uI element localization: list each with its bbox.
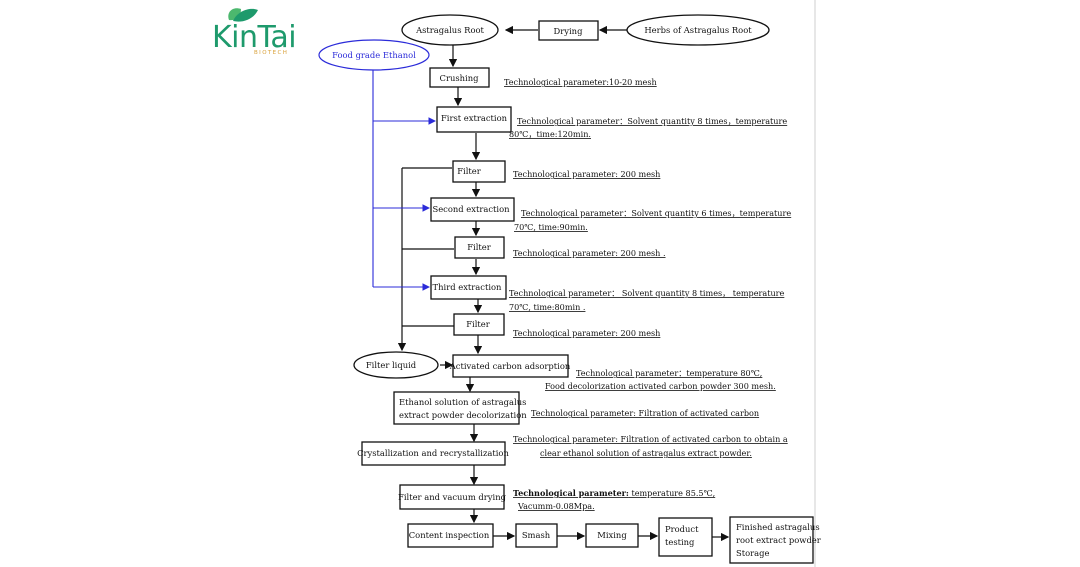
node-shape <box>399 484 505 510</box>
node-label-line2: testing <box>665 537 695 547</box>
node-filter-1: Filter <box>452 160 506 183</box>
node-shape <box>430 197 515 222</box>
node-shape <box>429 67 490 88</box>
node-drying: Drying <box>538 20 599 41</box>
param-decolorization: Technological parameter: Filtration of a… <box>531 408 759 418</box>
logo-brand: KinTai <box>212 20 296 55</box>
node-label-line1: Finished astragalus <box>736 522 820 532</box>
node-finished-storage: Finished astragalus root extract powder … <box>729 516 821 564</box>
node-label: Herbs of Astragalus Root <box>644 25 752 35</box>
param-second-line1: Technological parameter：Solvent quantity… <box>521 208 791 218</box>
node-label: Crushing <box>440 73 480 83</box>
node-shape <box>452 160 506 183</box>
node-label: Astragalus Root <box>415 25 484 35</box>
node-content-inspection: Content inspection <box>407 523 494 548</box>
node-shape <box>361 441 506 466</box>
param-third-line2: 70℃, time:80min . <box>509 302 585 312</box>
node-shape <box>729 516 814 564</box>
param-carbon-line1: Technological parameter：temperature 80℃, <box>576 368 762 378</box>
node-label: Second extraction <box>432 204 510 214</box>
param-vacuum-value: temperature 85.5℃, <box>629 488 715 498</box>
node-crystallization: Crystallization and recrystallization <box>357 441 509 466</box>
param-filter1: Technological parameter: 200 mesh <box>513 169 660 179</box>
param-vacuum-line2: Vacumm-0.08Mpa. <box>517 501 595 511</box>
node-shape <box>436 106 512 133</box>
edges <box>397 25 730 542</box>
node-shape <box>353 351 439 379</box>
node-shape <box>658 517 713 557</box>
param-filter3: Technological parameter: 200 mesh <box>513 328 660 338</box>
node-smash: Smash <box>515 523 558 548</box>
node-astragalus-root: Astragalus Root <box>401 14 499 46</box>
node-label-line2: extract powder decolorization <box>399 410 527 420</box>
node-label: Filter <box>466 319 490 329</box>
node-shape <box>407 523 494 548</box>
node-shape <box>393 391 520 425</box>
node-label: Activated carbon adsorption <box>449 361 571 371</box>
kintai-logo: KinTai BIOTECH <box>212 8 297 56</box>
node-label: First extraction <box>441 113 508 123</box>
node-label: Smash <box>522 530 551 540</box>
node-first-extraction: First extraction <box>436 106 512 133</box>
node-label-line1: Product <box>665 524 699 534</box>
param-first-line1: Technological parameter：Solvent quantity… <box>517 116 787 126</box>
leaf-icon-2 <box>233 8 258 22</box>
node-third-extraction: Third extraction <box>430 275 507 300</box>
node-label-line1: Ethanol solution of astragalus <box>399 397 526 407</box>
node-shape <box>585 523 639 548</box>
ethanol-feed-lines <box>372 70 437 291</box>
node-label-line3: Storage <box>736 548 770 558</box>
logo-sub: BIOTECH <box>254 50 288 56</box>
param-cryst-line2: clear ethanol solution of astragalus ext… <box>540 448 752 458</box>
node-herbs: Herbs of Astragalus Root <box>626 14 770 46</box>
node-mixing: Mixing <box>585 523 639 548</box>
node-shape <box>318 39 430 71</box>
param-second-line2: 70℃, time:90min. <box>514 222 588 232</box>
node-second-extraction: Second extraction <box>430 197 515 222</box>
param-carbon-line2: Food decolorization activated carbon pow… <box>545 381 776 391</box>
node-carbon-adsorption: Activated carbon adsorption <box>449 354 571 378</box>
node-filter-3: Filter <box>453 313 505 336</box>
node-label: Mixing <box>597 530 627 540</box>
node-shape <box>626 14 770 46</box>
node-label: Food grade Ethanol <box>332 50 416 60</box>
node-shape <box>401 14 499 46</box>
node-shape <box>430 275 507 300</box>
node-decolorization: Ethanol solution of astragalus extract p… <box>393 391 527 425</box>
node-vacuum-drying: Filter and vacuum drying <box>398 484 507 510</box>
node-filter-2: Filter <box>454 236 505 259</box>
node-product-testing: Product testing <box>658 517 713 557</box>
node-shape <box>452 354 569 378</box>
node-label: Drying <box>554 26 584 36</box>
param-cryst-line1: Technological parameter: Filtration of a… <box>513 434 788 444</box>
node-label: Third extraction <box>433 282 503 292</box>
node-shape <box>538 20 599 41</box>
node-crushing: Crushing <box>429 67 490 88</box>
param-third-line1: Technological parameter： Solvent quantit… <box>509 288 785 298</box>
param-vacuum-line1: Technological parameter: temperature 85.… <box>513 488 715 498</box>
node-label: Filter liquid <box>366 360 417 370</box>
node-shape <box>453 313 505 336</box>
param-first-line2: 80℃，time:120min. <box>509 129 591 139</box>
node-label: Filter <box>457 166 481 176</box>
param-filter2: Technological parameter: 200 mesh . <box>513 248 666 258</box>
node-label-line2: root extract powder <box>736 535 821 545</box>
node-label: Filter <box>467 242 491 252</box>
param-crushing: Technological parameter:10-20 mesh <box>504 77 657 87</box>
node-filter-liquid: Filter liquid <box>353 351 439 379</box>
node-label: Filter and vacuum drying <box>398 492 507 502</box>
node-shape <box>515 523 558 548</box>
parameters: Technological parameter:10-20 mesh Techn… <box>504 77 791 511</box>
node-label: Content inspection <box>409 530 490 540</box>
param-vacuum-label: Technological parameter: <box>513 488 629 498</box>
node-label: Crystallization and recrystallization <box>357 448 509 458</box>
node-ethanol: Food grade Ethanol <box>318 39 430 71</box>
node-shape <box>454 236 505 259</box>
